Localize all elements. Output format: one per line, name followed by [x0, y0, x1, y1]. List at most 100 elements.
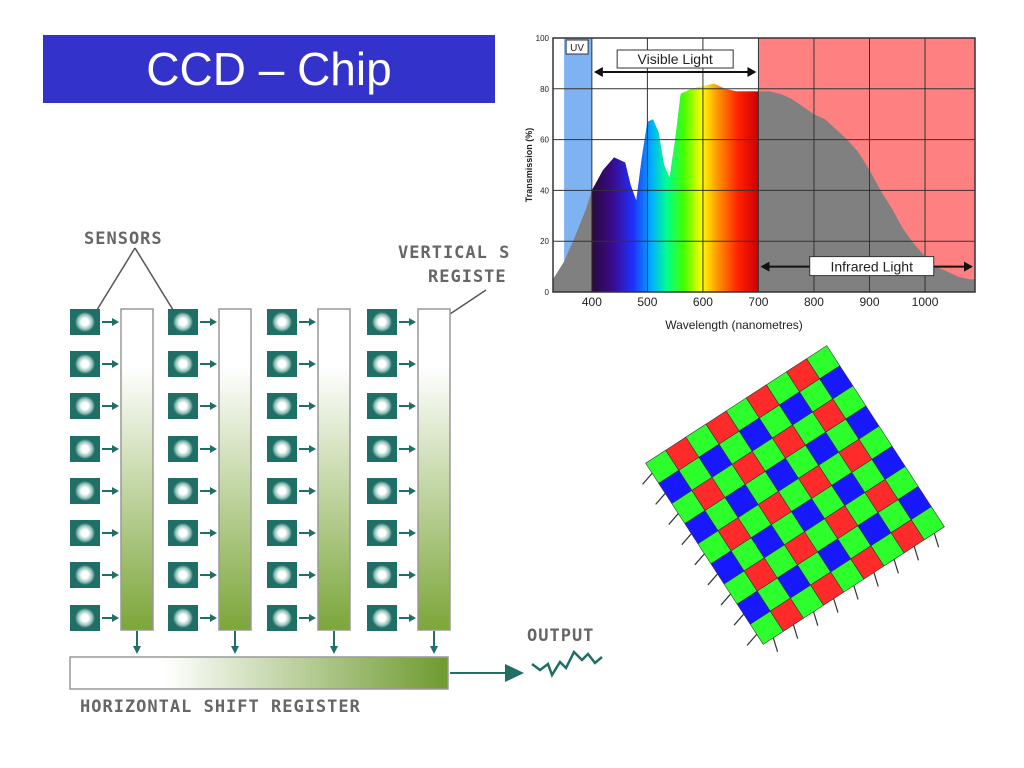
arrow-right-icon	[210, 445, 217, 453]
sensor-light-icon	[75, 396, 95, 416]
arrow-right-icon	[409, 402, 416, 410]
arrow-right-icon	[112, 360, 119, 368]
arrow-right-icon	[309, 614, 316, 622]
sensor-light-icon	[75, 481, 95, 501]
sensor-array	[70, 308, 451, 654]
chip-pin	[655, 493, 666, 505]
sensor-light-icon	[272, 312, 292, 332]
sensor-light-icon	[173, 523, 193, 543]
sensor-light-icon	[173, 312, 193, 332]
output-arrow-icon	[505, 664, 524, 682]
arrow-right-icon	[112, 487, 119, 495]
arrow-right-icon	[409, 529, 416, 537]
x-tick-label: 700	[748, 295, 768, 309]
chip-pin	[833, 598, 839, 613]
arrow-right-icon	[210, 360, 217, 368]
sensor-light-icon	[372, 439, 392, 459]
bayer-filter	[642, 345, 945, 652]
chip-pin	[933, 533, 940, 548]
arrow-right-icon	[112, 529, 119, 537]
sensor-light-icon	[75, 439, 95, 459]
x-tick-label: 900	[859, 295, 879, 309]
vertical-register-label: VERTICAL S	[398, 243, 510, 263]
x-axis-label: Wavelength (nanometres)	[665, 318, 803, 332]
sensor-light-icon	[272, 608, 292, 628]
x-tick-label: 600	[693, 295, 713, 309]
arrow-left-icon	[593, 67, 603, 77]
sensor-light-icon	[272, 523, 292, 543]
y-tick-label: 80	[540, 85, 549, 94]
x-tick-label: 500	[637, 295, 657, 309]
arrow-right-icon	[409, 318, 416, 326]
chip-pin	[812, 611, 819, 626]
y-tick-label: 60	[540, 136, 549, 145]
sensor-light-icon	[372, 481, 392, 501]
sensor-light-icon	[372, 312, 392, 332]
chip-pin	[681, 533, 692, 546]
sensors-label: SENSORS	[84, 229, 163, 249]
sensor-light-icon	[75, 354, 95, 374]
arrow-right-icon	[409, 445, 416, 453]
arrow-right-icon	[309, 445, 316, 453]
sensor-light-icon	[75, 565, 95, 585]
y-tick-label: 40	[540, 186, 549, 195]
arrow-down-icon	[133, 646, 141, 654]
sensor-light-icon	[372, 523, 392, 543]
arrow-right-icon	[409, 360, 416, 368]
arrow-right-icon	[112, 571, 119, 579]
vertical-register-label-2: REGISTE	[428, 267, 507, 287]
output-label: OUTPUT	[527, 626, 594, 646]
y-tick-label: 100	[536, 34, 550, 43]
chip-pin	[668, 513, 679, 525]
sensor-light-icon	[272, 354, 292, 374]
arrow-right-icon	[112, 318, 119, 326]
chip-pin	[707, 573, 718, 586]
arrow-right-icon	[309, 487, 316, 495]
arrow-right-icon	[112, 402, 119, 410]
vertical-shift-register	[218, 308, 252, 631]
chip-pin	[873, 572, 879, 587]
sensor-light-icon	[173, 439, 193, 459]
y-tick-label: 20	[540, 237, 549, 246]
arrow-right-icon	[112, 445, 119, 453]
chip-pin	[792, 624, 799, 639]
sensor-light-icon	[75, 523, 95, 543]
arrow-right-icon	[409, 571, 416, 579]
bayer-grid	[642, 345, 945, 652]
horizontal-shift-register	[69, 656, 449, 690]
x-tick-label: 1000	[912, 295, 939, 309]
arrow-right-icon	[409, 487, 416, 495]
horizontal-register-label: HORIZONTAL SHIFT REGISTER	[80, 697, 361, 717]
sensor-light-icon	[272, 565, 292, 585]
chip-pin	[720, 593, 732, 606]
sensor-light-icon	[173, 354, 193, 374]
output-signal-icon	[531, 649, 603, 678]
chip-pin	[733, 613, 745, 626]
arrow-right-icon	[112, 614, 119, 622]
chip-pin	[642, 472, 653, 485]
arrow-right-icon	[309, 360, 316, 368]
y-tick-label: 0	[545, 288, 550, 297]
sensor-light-icon	[173, 481, 193, 501]
arrow-right-icon	[210, 614, 217, 622]
chip-pin	[694, 553, 705, 566]
arrow-right-icon	[210, 529, 217, 537]
chip-pin	[746, 633, 758, 646]
y-axis-label: Transmission (%)	[524, 128, 534, 203]
sensor-light-icon	[372, 565, 392, 585]
sensor-light-icon	[272, 481, 292, 501]
uv-label: UV	[570, 43, 584, 54]
arrow-right-icon	[309, 529, 316, 537]
arrow-right-icon	[210, 402, 217, 410]
arrow-down-icon	[330, 646, 338, 654]
arrow-left-icon	[760, 261, 770, 272]
sensor-light-icon	[372, 354, 392, 374]
arrow-right-icon	[309, 402, 316, 410]
arrow-right-icon	[964, 261, 973, 272]
arrow-right-icon	[210, 318, 217, 326]
infrared-light-label: Infrared Light	[830, 259, 913, 275]
sensor-light-icon	[372, 608, 392, 628]
visible-spectrum-area	[591, 83, 759, 292]
